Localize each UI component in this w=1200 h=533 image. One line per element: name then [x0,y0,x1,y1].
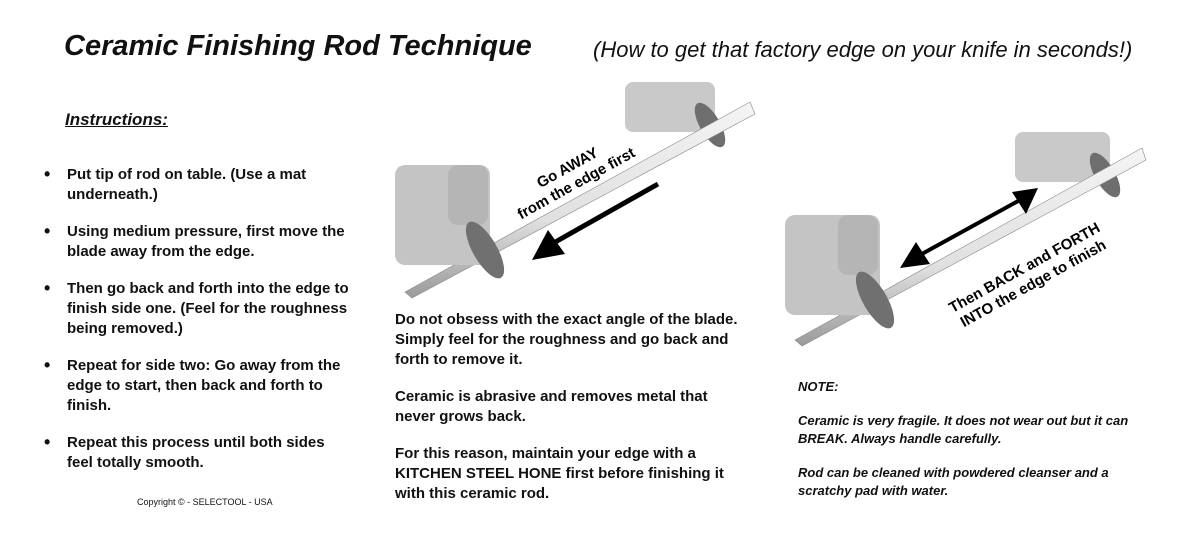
paragraph: Rod can be cleaned with powdered cleanse… [798,465,1109,498]
note-section: NOTE: Ceramic is very fragile. It does n… [798,378,1138,516]
paragraph: Do not obsess with the exact angle of th… [395,311,738,368]
list-item: Repeat this process until both sides fee… [44,432,354,473]
page-title: Ceramic Finishing Rod Technique [64,30,532,62]
hand-top-image [625,82,726,148]
paragraph: For this reason, maintain your edge with… [395,445,724,502]
hand-bottom-image [785,215,895,329]
page-subtitle: (How to get that factory edge on your kn… [593,37,1133,62]
list-item: Put tip of rod on table. (Use a mat unde… [44,164,354,205]
list-item: Using medium pressure, first move the bl… [44,221,354,262]
note-heading: NOTE: [798,379,839,394]
figure2-line1: Then BACK and FORTH [946,219,1103,316]
paragraph: Ceramic is very fragile. It does not wea… [798,413,1129,446]
double-arrow-icon [900,188,1038,268]
instructions-list: Put tip of rod on table. (Use a mat unde… [44,164,354,490]
copyright: Copyright © - SELECTOOL - USA [137,497,273,507]
figure-back-and-forth: Then BACK and FORTH INTO the edge to fin… [785,132,1147,347]
list-item: Then go back and forth into the edge to … [44,278,354,339]
hand-bottom-image [395,165,505,279]
figure-go-away: Go AWAY from the edge first [395,82,756,299]
list-item: Repeat for side two: Go away from the ed… [44,355,354,416]
arrow-away-icon [532,181,660,260]
paragraph: Ceramic is abrasive and removes metal th… [395,388,708,425]
middle-text: Do not obsess with the exact angle of th… [395,310,740,521]
instructions-heading: Instructions: [65,110,168,129]
